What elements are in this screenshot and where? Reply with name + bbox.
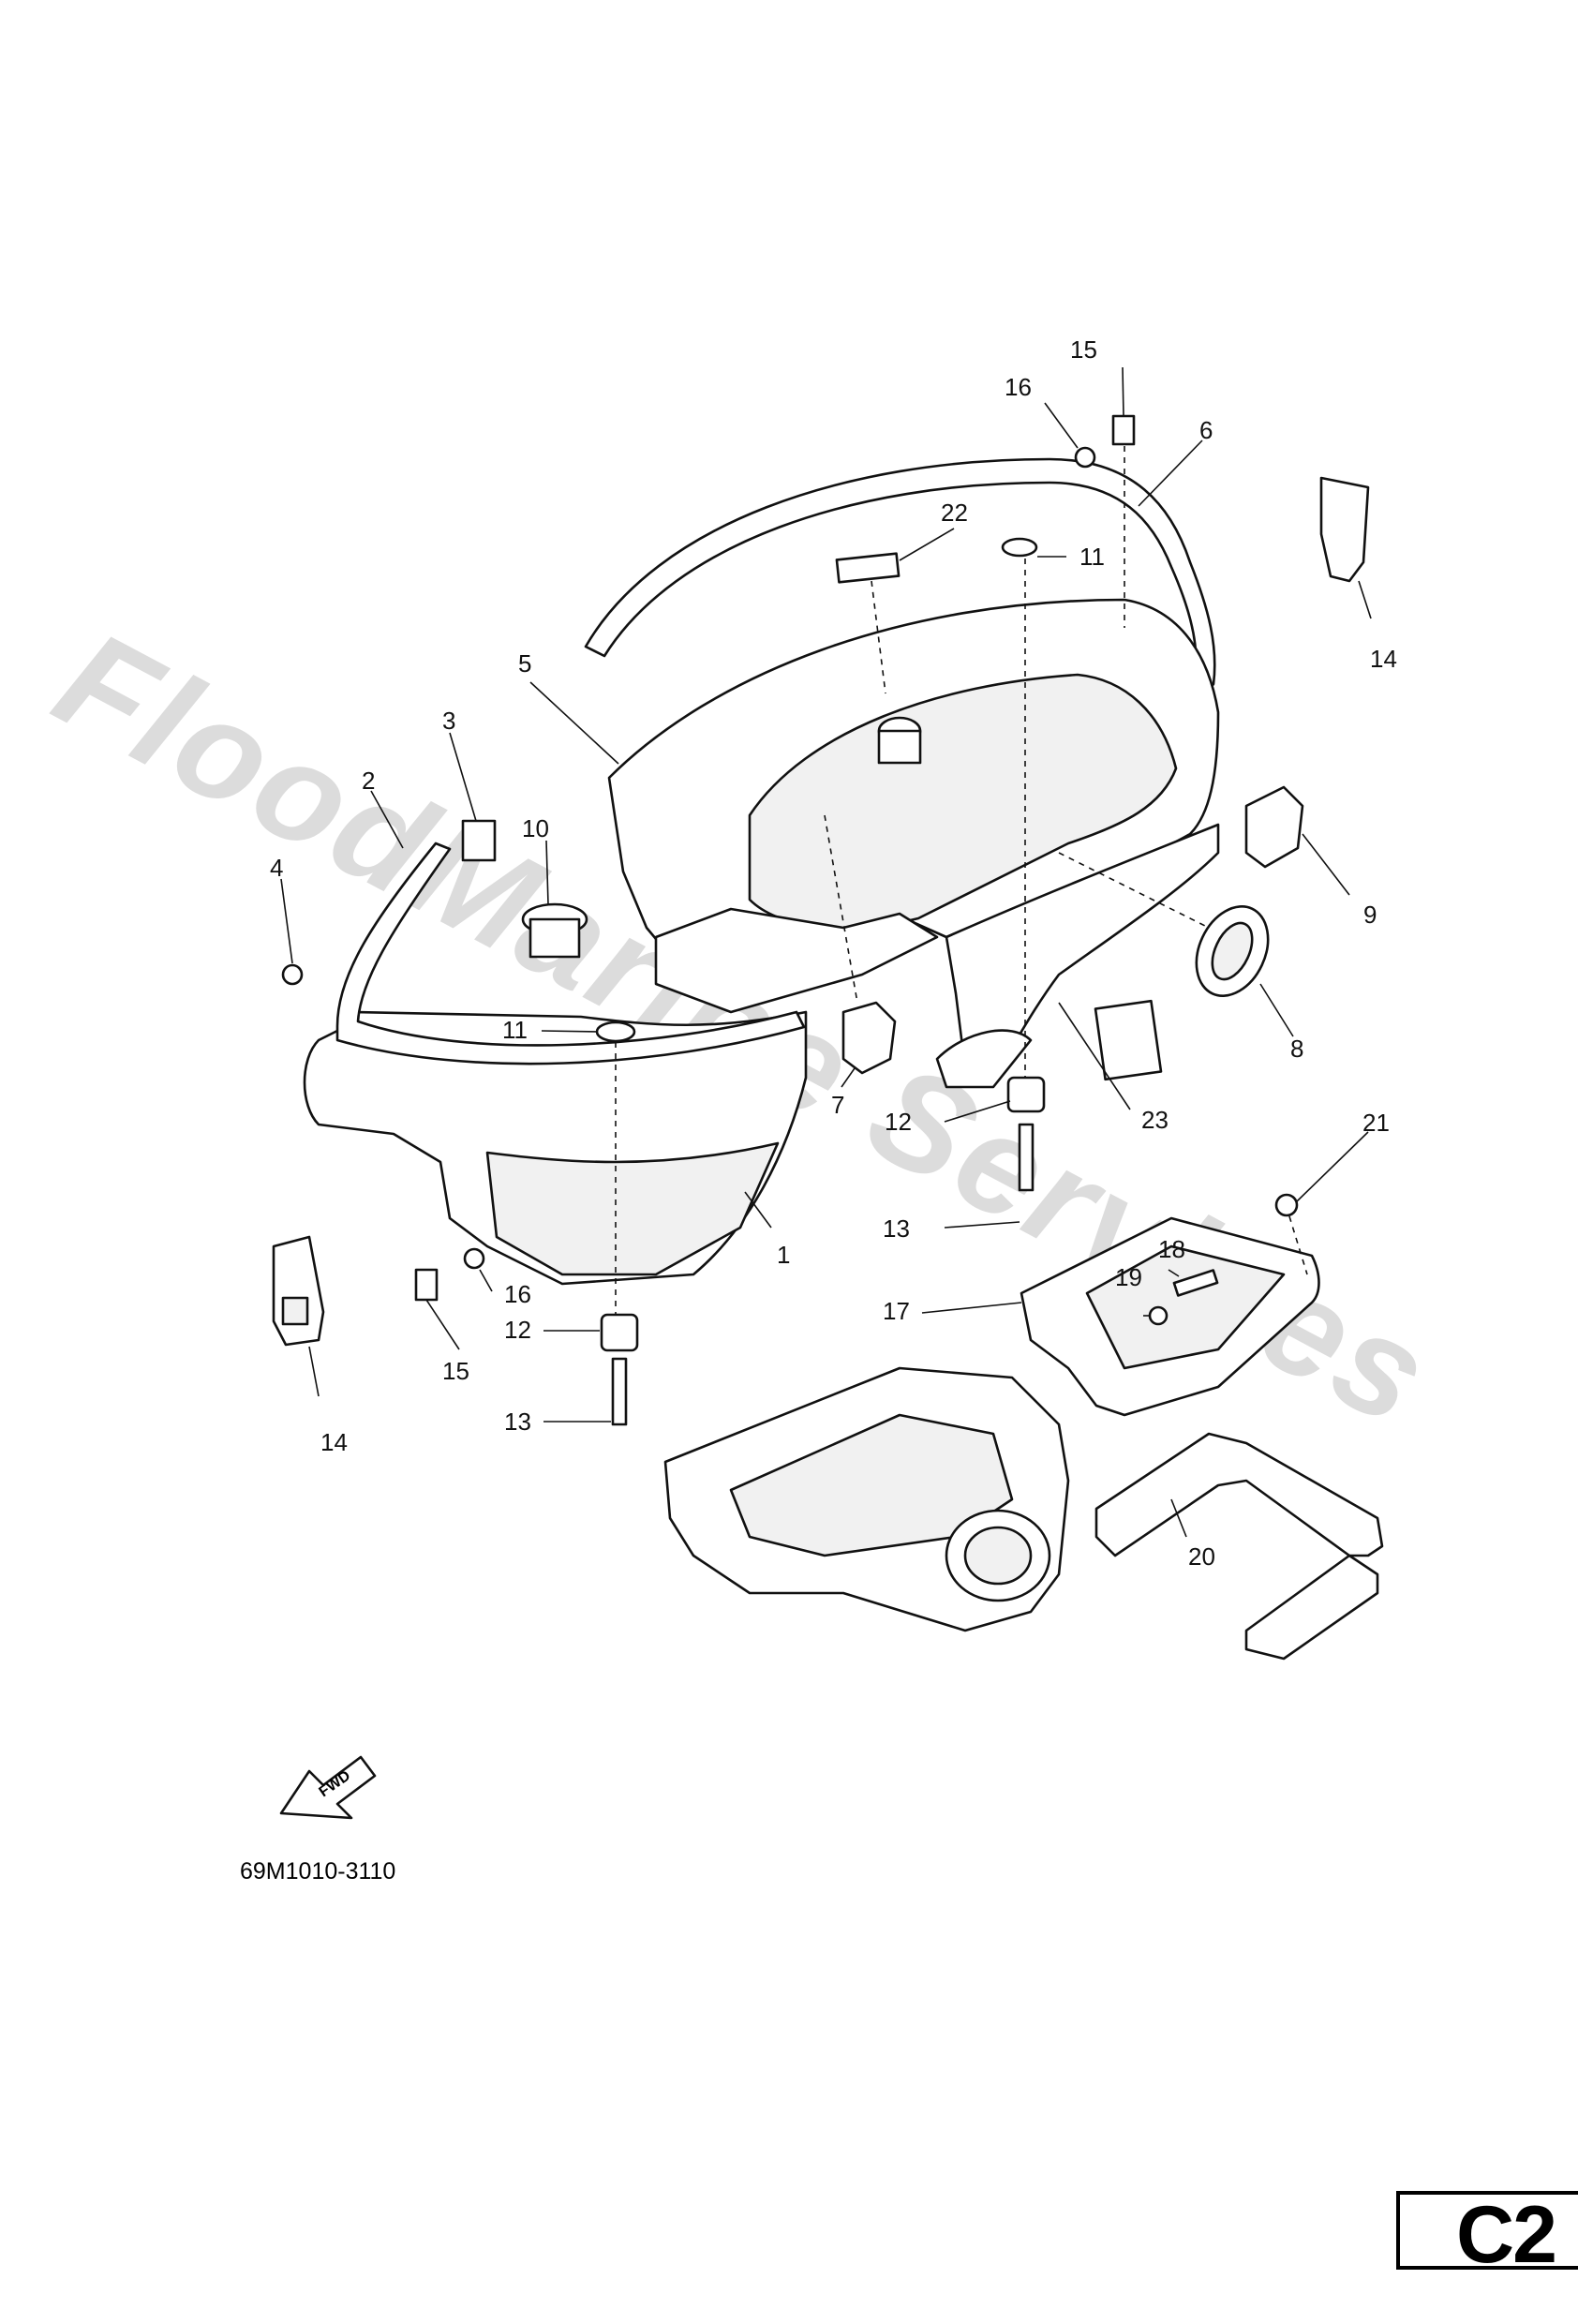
frame-lower-arm — [1244, 1554, 1379, 1661]
plug-11-right — [1001, 537, 1038, 558]
callout-1: 1 — [777, 1241, 790, 1269]
label-23 — [1094, 999, 1163, 1081]
callout-5: 5 — [518, 649, 531, 678]
page-code: C2 — [1456, 2190, 1557, 2280]
mount-damper-12-left — [600, 1313, 639, 1352]
screw-lower — [463, 1247, 485, 1270]
side-clip-left — [272, 1235, 325, 1347]
callout-2: 2 — [362, 767, 375, 795]
callout-13a: 13 — [883, 1214, 910, 1243]
rubber-seal-front — [335, 842, 806, 1065]
clip-bracket — [461, 819, 497, 862]
callout-23: 23 — [1141, 1106, 1169, 1134]
grommet-7 — [841, 1001, 897, 1075]
callout-11a: 11 — [502, 1016, 528, 1044]
screw-21 — [1274, 1193, 1299, 1217]
bottom-cowling-side — [485, 1141, 780, 1276]
bolt-18 — [1172, 1269, 1219, 1297]
label-22 — [835, 552, 901, 584]
cowling-front-lip — [935, 1029, 1033, 1089]
nut-clip-lower — [414, 1268, 439, 1302]
bolt-4 — [281, 963, 304, 986]
assembly-line-8 — [1058, 852, 1210, 929]
callout-14b: 14 — [320, 1428, 348, 1456]
callout-15b: 15 — [442, 1357, 469, 1385]
callout-16a: 16 — [1005, 373, 1032, 401]
callout-22: 22 — [941, 499, 968, 527]
callout-7: 7 — [831, 1091, 844, 1119]
frame-bracket — [1094, 1432, 1384, 1557]
callout-21: 21 — [1362, 1109, 1390, 1137]
plug-11-left — [595, 1020, 636, 1043]
callout-12b: 12 — [504, 1316, 531, 1344]
grommet-10-body — [528, 917, 581, 959]
cowling-bracket — [654, 907, 939, 1014]
callout-8: 8 — [1290, 1035, 1303, 1063]
side-clip-left-window — [281, 1296, 309, 1326]
leader-lines — [280, 366, 1372, 1538]
callout-17: 17 — [883, 1297, 910, 1325]
callout-16b: 16 — [504, 1280, 531, 1308]
assembly-line-7 — [824, 814, 858, 1004]
screw-upper — [1074, 446, 1096, 469]
callout-11b: 11 — [1079, 543, 1105, 571]
callouts: 1 2 3 4 5 6 7 8 9 10 11 11 12 12 13 13 1… — [270, 335, 1397, 1571]
bolt-13-right — [1018, 1123, 1035, 1192]
callout-20: 20 — [1188, 1542, 1215, 1571]
bolt-13-left — [611, 1357, 628, 1426]
callout-3: 3 — [442, 707, 455, 735]
callout-4: 4 — [270, 854, 283, 882]
fwd-arrow: FWD — [279, 1755, 377, 1820]
callout-14a: 14 — [1370, 645, 1397, 673]
bottom-plate-opening — [1085, 1244, 1286, 1370]
grommet-8-hole — [1211, 921, 1254, 981]
diagram-code: 69M1010-3110 — [240, 1858, 396, 1885]
washer-19 — [1148, 1305, 1169, 1326]
page-code-box: C2 — [1396, 2190, 1578, 2280]
callout-10: 10 — [522, 814, 549, 842]
mount-damper-12-right — [1006, 1076, 1046, 1113]
callout-9: 9 — [1363, 901, 1377, 929]
inner-boss-body — [877, 729, 922, 765]
callout-19: 19 — [1115, 1263, 1142, 1291]
callout-13b: 13 — [504, 1408, 531, 1436]
side-clip-right — [1319, 476, 1370, 583]
callout-18: 18 — [1158, 1235, 1185, 1263]
callout-6: 6 — [1199, 416, 1213, 444]
callout-12a: 12 — [885, 1108, 912, 1136]
assembly-line-22 — [871, 580, 886, 694]
damper-9 — [1244, 785, 1304, 869]
nut-clip-upper — [1111, 414, 1136, 446]
lower-case-shaft-hole — [963, 1526, 1033, 1586]
callout-15a: 15 — [1070, 335, 1097, 364]
